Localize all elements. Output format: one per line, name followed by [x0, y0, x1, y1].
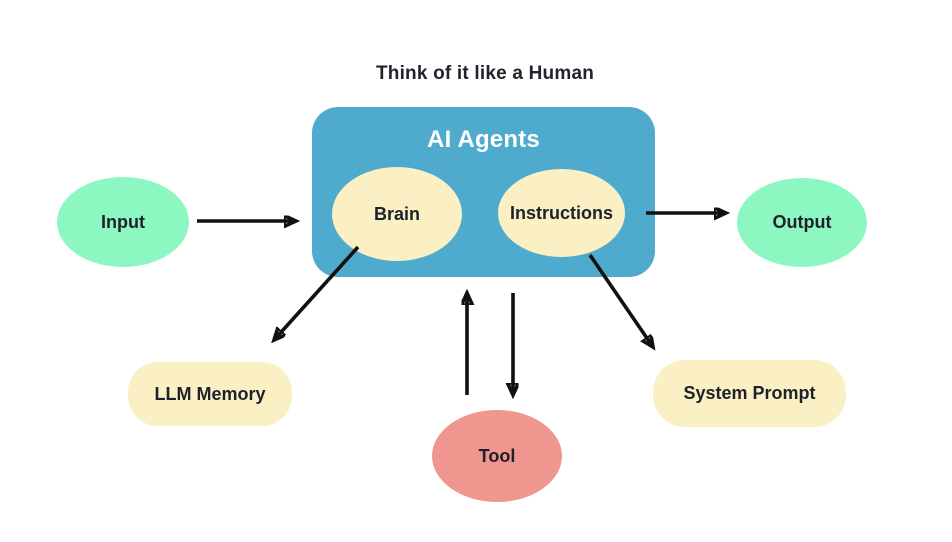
node-system-prompt: System Prompt: [653, 360, 846, 427]
node-instructions: Instructions: [498, 169, 625, 257]
node-output: Output: [737, 178, 867, 267]
node-input: Input: [57, 177, 189, 267]
node-brain: Brain: [332, 167, 462, 261]
node-instructions-label: Instructions: [509, 202, 613, 223]
node-llm-memory: LLM Memory: [128, 362, 292, 426]
diagram-title: Think of it like a Human: [375, 63, 595, 84]
node-output-label: Output: [772, 212, 832, 232]
node-brain-label: Brain: [373, 203, 420, 224]
ai-agents-label: AI Agents: [427, 126, 540, 153]
node-llm-memory-label: LLM Memory: [154, 383, 266, 404]
node-tool: Tool: [432, 410, 562, 502]
node-system-prompt-label: System Prompt: [683, 383, 816, 403]
node-input-label: Input: [101, 211, 145, 232]
node-tool-label: Tool: [478, 445, 516, 466]
